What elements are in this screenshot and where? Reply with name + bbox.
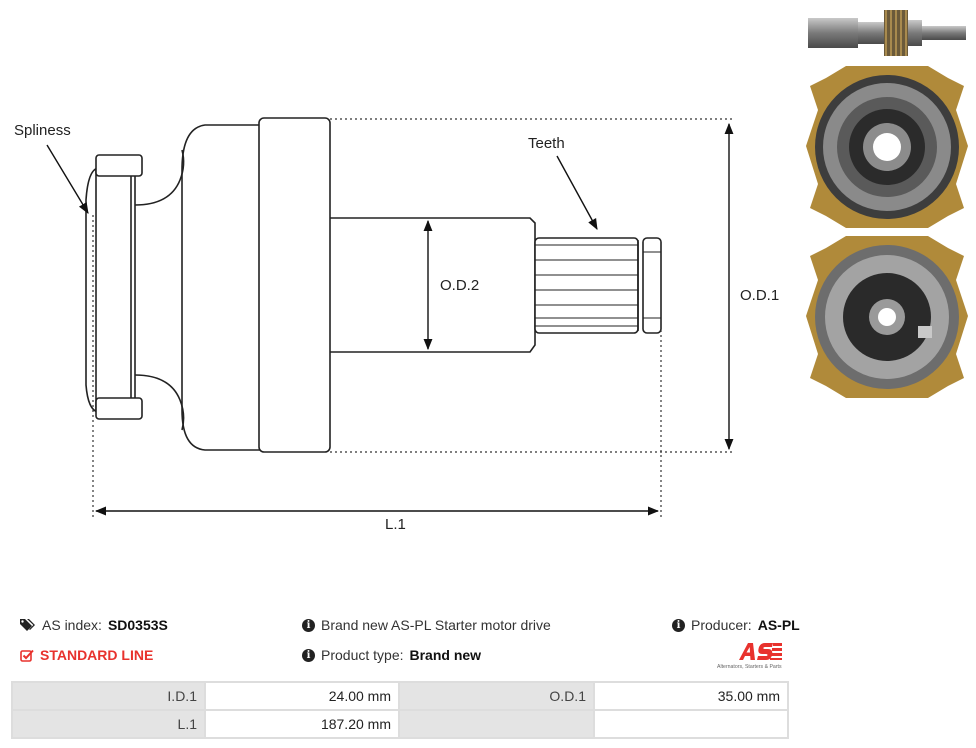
param-value: 24.00 mm — [204, 681, 400, 711]
standard-line-text: STANDARD LINE — [40, 647, 154, 663]
shaft — [330, 217, 536, 353]
standard-line-badge: STANDARD LINE — [20, 647, 153, 663]
l1-label: L.1 — [385, 516, 406, 533]
technical-drawing: Spliness Teeth O.D.2 O.D.1 L.1 — [14, 117, 779, 533]
as-index-value: SD0353S — [107, 617, 168, 633]
param-label: O.D.1 — [398, 681, 595, 711]
description: i Brand new AS-PL Starter motor drive — [302, 617, 551, 633]
as-index-label: AS index: — [42, 617, 102, 633]
drive-body — [181, 124, 262, 451]
collar-lug-top — [95, 154, 143, 177]
product-type: i Product type: Brand new — [302, 647, 481, 663]
info-circle-icon: i — [302, 618, 315, 632]
product-photo-rear — [806, 236, 968, 398]
param-value: 35.00 mm — [593, 681, 789, 711]
teeth-label: Teeth — [528, 135, 565, 152]
collar-lug-bottom — [95, 397, 143, 420]
parameters-table: I.D.1 24.00 mm O.D.1 35.00 mm L.1 187.20… — [11, 681, 789, 739]
check-square-icon — [20, 649, 34, 662]
as-pl-logo: Alternators, Starters & Parts — [717, 643, 782, 670]
description-text: Brand new AS-PL Starter motor drive — [321, 617, 551, 633]
product-photo-side — [808, 10, 966, 56]
producer-value: AS-PL — [757, 617, 800, 633]
logo-tagline: Alternators, Starters & Parts — [717, 664, 782, 670]
tags-icon — [20, 618, 36, 632]
producer-label: Producer: — [691, 617, 752, 633]
table-row: L.1 187.20 mm — [11, 709, 789, 739]
od1-label: O.D.1 — [740, 287, 779, 304]
param-label: L.1 — [11, 709, 206, 739]
pinion-end — [642, 237, 662, 334]
teeth-leader — [556, 155, 598, 230]
param-label — [398, 709, 595, 739]
product-type-label: Product type: — [321, 647, 404, 663]
info-circle-icon: i — [302, 648, 315, 662]
producer: i Producer: AS-PL — [672, 617, 800, 633]
table-row: I.D.1 24.00 mm O.D.1 35.00 mm — [11, 681, 789, 711]
product-type-value: Brand new — [409, 647, 482, 663]
info-circle-icon: i — [672, 618, 685, 632]
param-value: 187.20 mm — [204, 709, 400, 739]
param-value — [593, 709, 789, 739]
as-index: AS index: SD0353S — [20, 617, 168, 633]
spliness-leader — [46, 144, 89, 214]
product-photo-front — [806, 66, 968, 228]
main-cylinder — [258, 117, 331, 453]
spliness-label: Spliness — [14, 122, 71, 139]
pinion-teeth — [534, 237, 639, 334]
param-label: I.D.1 — [11, 681, 206, 711]
od2-label: O.D.2 — [440, 277, 479, 294]
